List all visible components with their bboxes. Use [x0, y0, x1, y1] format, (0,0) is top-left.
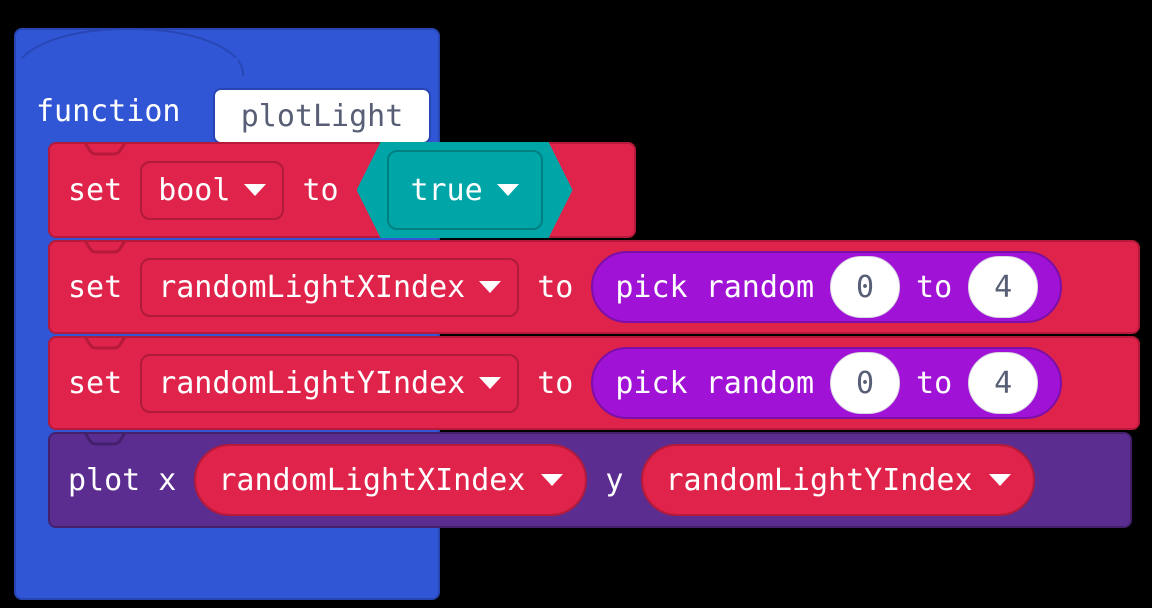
variable-dropdown-random-y[interactable]: randomLightYIndex: [140, 353, 520, 413]
statement-set-bool[interactable]: set bool to true: [48, 142, 636, 238]
variable-reporter-plot-y[interactable]: randomLightYIndex: [641, 444, 1035, 516]
chevron-down-icon: [541, 474, 564, 486]
variable-reporter-plot-x[interactable]: randomLightXIndex: [194, 444, 588, 516]
variable-reporter-plot-y-label: randomLightYIndex: [665, 462, 973, 498]
statement-set-random-y[interactable]: set randomLightYIndex to pick random 0 t…: [48, 336, 1140, 430]
function-name-field[interactable]: plotLight: [213, 88, 431, 144]
variable-reporter-plot-x-label: randomLightXIndex: [218, 462, 526, 498]
variable-dropdown-bool-label: bool: [158, 172, 231, 208]
chevron-down-icon: [479, 281, 502, 293]
pick-random-to-y[interactable]: 4: [968, 352, 1039, 414]
block-notch: [72, 432, 138, 446]
variable-dropdown-bool[interactable]: bool: [140, 160, 285, 220]
set-keyword-label: set: [68, 365, 123, 401]
statement-plot[interactable]: plot x randomLightXIndex y randomLightYI…: [48, 432, 1132, 528]
pick-random-label-x: pick random: [615, 269, 815, 305]
chevron-down-icon: [988, 474, 1011, 486]
boolean-value-label: true: [410, 172, 483, 208]
pick-random-reporter-x[interactable]: pick random 0 to 4: [591, 251, 1063, 323]
variable-dropdown-random-x[interactable]: randomLightXIndex: [140, 257, 520, 317]
boolean-dropdown-field[interactable]: true: [386, 150, 543, 230]
boolean-reporter-true[interactable]: true: [356, 142, 573, 238]
block-notch: [72, 142, 138, 156]
pick-random-label-y: pick random: [615, 365, 815, 401]
function-keyword-label: function: [36, 94, 181, 129]
pick-random-to-x[interactable]: 4: [968, 256, 1039, 318]
pick-random-joiner-x: to: [916, 269, 953, 305]
function-block-hat-fill: [16, 58, 238, 82]
block-notch: [72, 336, 138, 350]
function-name-text: plotLight: [240, 98, 404, 134]
chevron-down-icon: [244, 184, 267, 196]
variable-dropdown-random-x-label: randomLightXIndex: [158, 269, 466, 305]
set-keyword-label: set: [68, 269, 123, 305]
pick-random-reporter-y[interactable]: pick random 0 to 4: [591, 347, 1063, 419]
plot-y-label: y: [605, 462, 624, 498]
pick-random-from-x[interactable]: 0: [830, 256, 901, 318]
pick-random-from-y[interactable]: 0: [830, 352, 901, 414]
to-label-bool: to: [302, 172, 339, 208]
set-keyword-label: set: [68, 172, 123, 208]
plot-keyword-label: plot x: [68, 462, 177, 498]
statement-set-random-x[interactable]: set randomLightXIndex to pick random 0 t…: [48, 240, 1140, 334]
to-label-random-y: to: [537, 365, 574, 401]
to-label-random-x: to: [537, 269, 574, 305]
pick-random-joiner-y: to: [916, 365, 953, 401]
chevron-down-icon: [496, 184, 519, 196]
block-notch: [72, 240, 138, 254]
variable-dropdown-random-y-label: randomLightYIndex: [158, 365, 466, 401]
chevron-down-icon: [479, 377, 502, 389]
